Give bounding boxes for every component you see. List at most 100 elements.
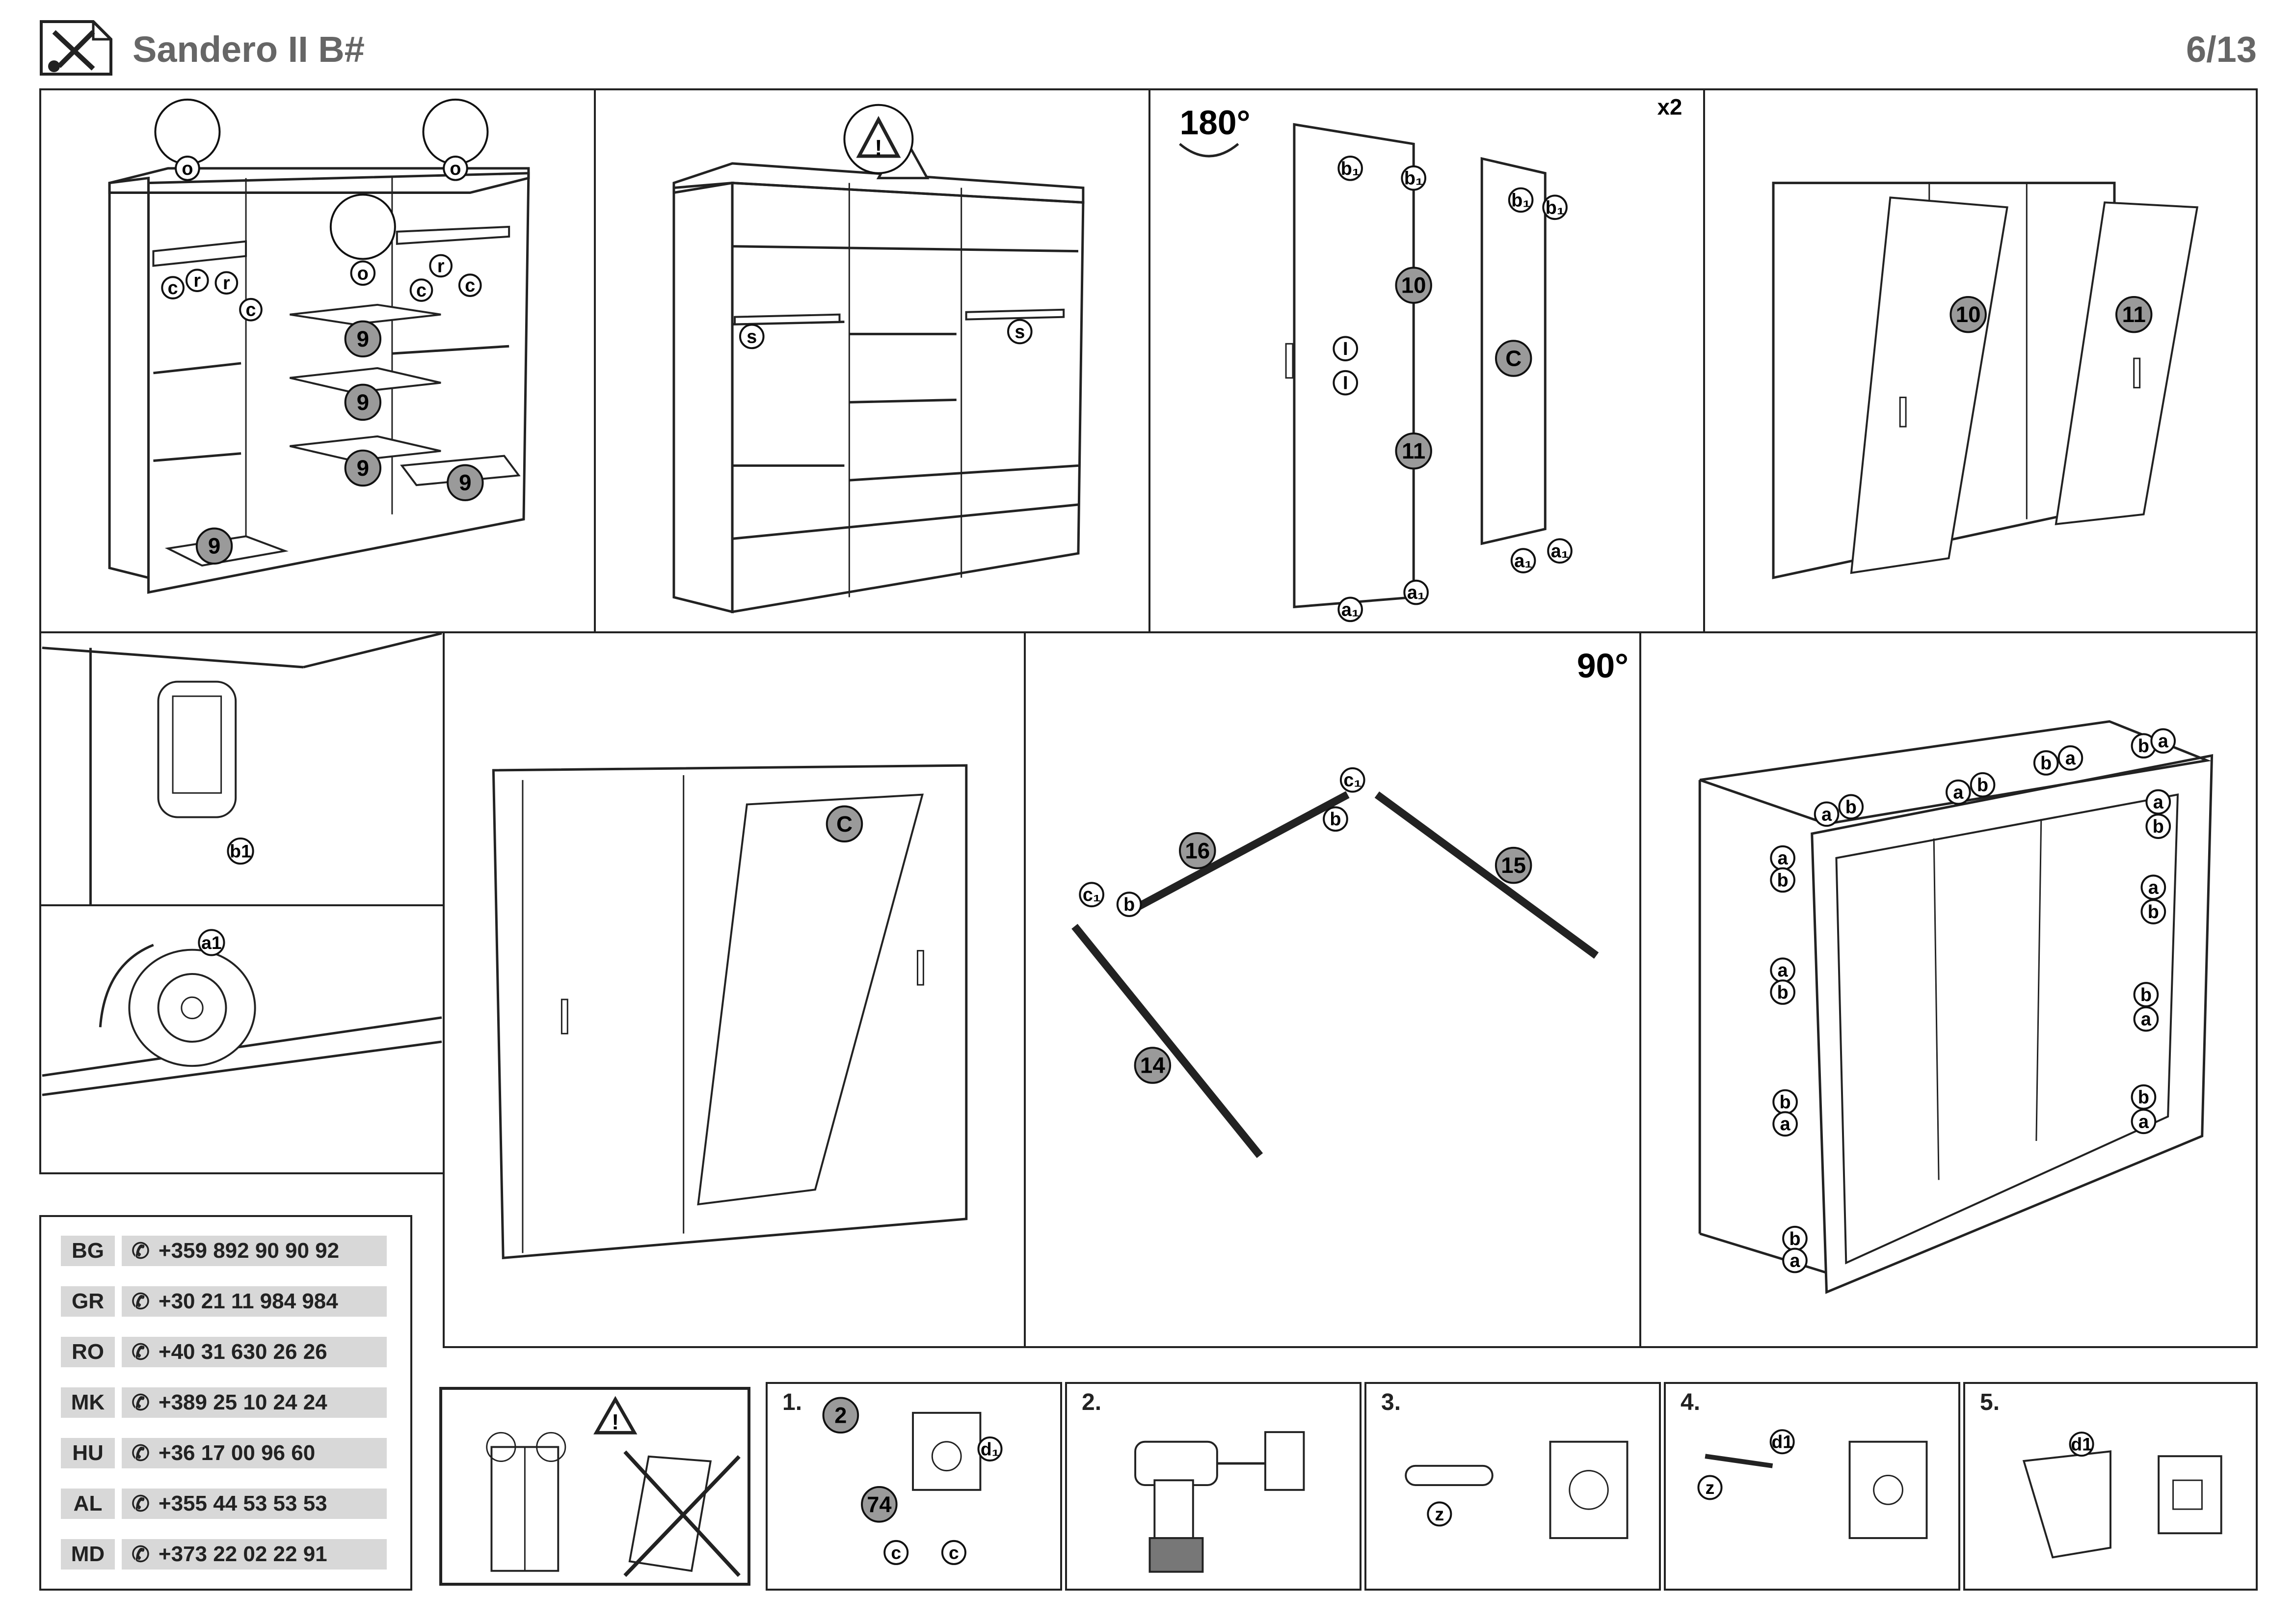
door-panels-illustration: 180° x2 b₁ b₁ 10 I I 11 a₁ a₁ b₁ b₁ C a₁…	[1179, 95, 1682, 623]
svg-text:c₁: c₁	[1083, 884, 1101, 905]
svg-text:b: b	[1789, 1228, 1800, 1249]
svg-text:2: 2	[834, 1403, 847, 1428]
step-1-panel: 1. 2 74 d₁ c c	[766, 1382, 1062, 1591]
panel-shelves: o o o c r r c c r c 9 9 9 9 9	[39, 88, 596, 633]
svg-text:a₁: a₁	[1407, 582, 1425, 603]
phone-link[interactable]: ✆+30 21 11 984 984	[122, 1286, 387, 1317]
svg-text:b: b	[2140, 984, 2152, 1005]
svg-text:a₁: a₁	[1514, 550, 1532, 571]
svg-text:a: a	[1790, 1250, 1801, 1271]
svg-text:b: b	[1777, 982, 1789, 1002]
page-title: Sandero II B#	[133, 29, 365, 70]
svg-text:!: !	[875, 135, 882, 161]
contact-row: MD✆+373 22 02 22 91	[61, 1539, 387, 1570]
contact-row: GR✆+30 21 11 984 984	[61, 1286, 387, 1317]
phone-link[interactable]: ✆+373 22 02 22 91	[122, 1539, 387, 1570]
phone-link[interactable]: ✆+355 44 53 53 53	[122, 1489, 387, 1519]
svg-text:s: s	[1015, 321, 1025, 342]
contact-row: MK✆+389 25 10 24 24	[61, 1387, 387, 1418]
contact-row: BG✆+359 892 90 90 92	[61, 1236, 387, 1266]
svg-text:r: r	[223, 272, 230, 293]
svg-text:a: a	[2148, 877, 2159, 897]
screw-bracket-illustration: d1 z	[1697, 1429, 1928, 1539]
panel-doors-flip: 180° x2 b₁ b₁ 10 I I 11 a₁ a₁ b₁ b₁ C a₁…	[1148, 88, 1705, 633]
svg-text:x2: x2	[1657, 95, 1682, 120]
wardrobe-frame-illustration: ! s s	[672, 104, 1085, 614]
warning-triangle-icon	[593, 1396, 638, 1435]
svg-text:b1: b1	[230, 841, 251, 862]
contact-list: BG✆+359 892 90 90 92 GR✆+30 21 11 984 98…	[39, 1215, 412, 1591]
svg-text:c: c	[245, 299, 256, 320]
svg-text:c: c	[416, 280, 427, 300]
svg-text:a1: a1	[201, 932, 222, 953]
svg-text:b: b	[2148, 901, 2159, 922]
svg-text:b: b	[2138, 1087, 2149, 1108]
part-11: 11	[1402, 438, 1425, 463]
svg-text:9: 9	[357, 456, 369, 481]
panel-frame-assembly: a b a b b a b a a b a b a b a b b a b a …	[1639, 631, 2258, 1348]
step-3-panel: 3. z	[1364, 1382, 1661, 1591]
svg-text:!: !	[612, 1410, 619, 1434]
part-10: 10	[1401, 273, 1426, 298]
phone-icon: ✆	[132, 1390, 150, 1415]
anti-tip-illustration: !	[486, 1396, 741, 1577]
svg-text:b: b	[1330, 809, 1341, 829]
rail-bracket-detail: b1	[42, 633, 442, 904]
svg-text:d1: d1	[1771, 1432, 1793, 1452]
svg-text:90°: 90°	[1577, 647, 1629, 685]
svg-text:74: 74	[867, 1492, 891, 1517]
phone-icon: ✆	[132, 1441, 150, 1465]
page-number: 6/13	[2186, 29, 2257, 70]
svg-text:d₁: d₁	[981, 1438, 999, 1459]
svg-text:10: 10	[1956, 302, 1981, 327]
svg-text:C: C	[836, 812, 853, 837]
svg-text:a: a	[2138, 1111, 2149, 1132]
svg-text:b: b	[1777, 869, 1789, 890]
svg-text:b: b	[2040, 753, 2052, 773]
panel-anti-tip-warning: !	[439, 1387, 750, 1586]
svg-text:a: a	[2065, 748, 2076, 768]
warning-triangle-icon	[856, 116, 901, 158]
panel-wardrobe-warning: ! s s	[594, 88, 1150, 633]
rotation-180: 180°	[1180, 103, 1251, 141]
svg-text:9: 9	[357, 390, 369, 415]
svg-text:a₁: a₁	[1341, 599, 1360, 620]
svg-text:a: a	[2153, 791, 2164, 812]
phone-link[interactable]: ✆+36 17 00 96 60	[122, 1438, 387, 1468]
mirror-door-illustration: C	[492, 764, 968, 1259]
label-o: o	[182, 158, 193, 179]
phone-icon: ✆	[132, 1289, 150, 1314]
svg-text:b: b	[1977, 775, 1988, 795]
phone-link[interactable]: ✆+40 31 630 26 26	[122, 1337, 387, 1367]
panel-mirror-door: C	[443, 631, 1026, 1348]
svg-text:b: b	[2153, 816, 2164, 837]
svg-text:a₁: a₁	[1551, 541, 1569, 561]
svg-text:9: 9	[459, 470, 471, 495]
svg-text:b: b	[2138, 735, 2149, 756]
svg-text:a: a	[1778, 960, 1789, 980]
part-C: C	[1505, 346, 1522, 371]
svg-text:b: b	[1845, 796, 1857, 817]
wardrobe-shelves-illustration: o o o c r r c c r c 9 9 9 9 9	[108, 98, 530, 594]
svg-text:c: c	[168, 277, 178, 298]
svg-text:b: b	[1123, 894, 1135, 915]
panel-doors-insert: 10 11	[1703, 88, 2258, 633]
svg-text:c: c	[949, 1542, 959, 1563]
contact-row: AL✆+355 44 53 53 53	[61, 1489, 387, 1519]
svg-text:z: z	[1706, 1477, 1715, 1498]
wheel-adjust-detail: a1	[42, 929, 442, 1096]
tools-icon	[39, 20, 113, 76]
phone-icon: ✆	[132, 1239, 150, 1263]
contact-row: RO✆+40 31 630 26 26	[61, 1337, 387, 1367]
svg-text:r: r	[193, 270, 201, 291]
svg-text:z: z	[1435, 1504, 1444, 1524]
svg-text:a: a	[1778, 848, 1789, 868]
panel-detail-bottom: a1	[39, 904, 445, 1174]
phone-icon: ✆	[132, 1491, 150, 1516]
svg-text:b₁: b₁	[1546, 197, 1565, 217]
drill-illustration[interactable]	[1067, 1384, 1360, 1589]
svg-text:r: r	[437, 255, 445, 276]
svg-text:c: c	[465, 275, 475, 296]
phone-link[interactable]: ✆+359 892 90 90 92	[122, 1236, 387, 1266]
phone-link[interactable]: ✆+389 25 10 24 24	[122, 1387, 387, 1418]
